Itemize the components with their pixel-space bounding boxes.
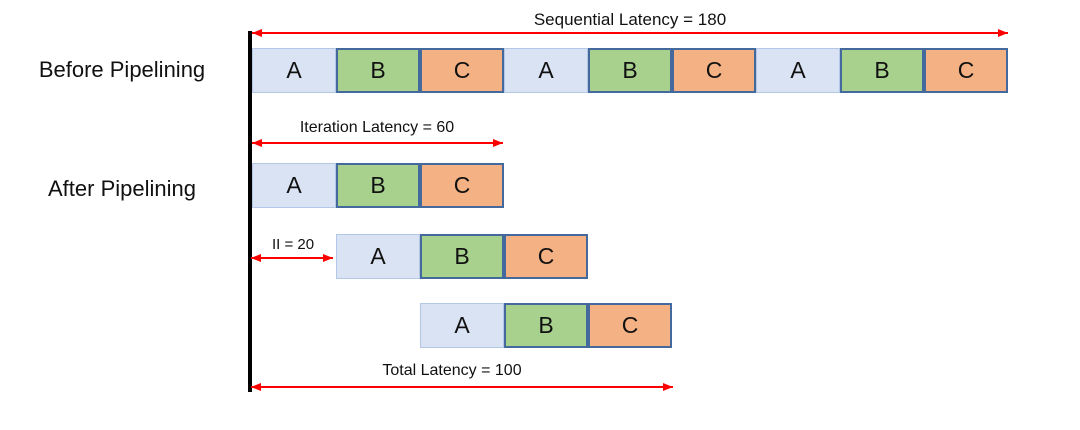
before-pipelining-label: Before Pipelining: [38, 57, 206, 82]
stage-cell-b: B: [504, 303, 588, 348]
sequential-latency-label: Sequential Latency = 180: [533, 10, 727, 29]
after-pipelining-row-1: A B C: [252, 163, 504, 208]
before-pipelining-row: A B C A B C A B C: [252, 48, 1008, 93]
stage-cell-c: C: [504, 234, 588, 279]
stage-cell-c: C: [672, 48, 756, 93]
stage-cell-a: A: [420, 303, 504, 348]
after-pipelining-label: After Pipelining: [48, 176, 196, 201]
after-pipelining-row-3: A B C: [420, 303, 672, 348]
initiation-interval-arrow: [251, 254, 333, 262]
initiation-interval-label: II = 20: [271, 236, 315, 253]
stage-cell-a: A: [336, 234, 420, 279]
iteration-latency-label: Iteration Latency = 60: [299, 119, 455, 136]
stage-cell-a: A: [252, 48, 336, 93]
stage-cell-a: A: [504, 48, 588, 93]
stage-cell-c: C: [420, 163, 504, 208]
after-pipelining-row-2: A B C: [336, 234, 588, 279]
timeline-axis: [248, 31, 252, 392]
stage-cell-a: A: [756, 48, 840, 93]
total-latency-arrow: [251, 383, 673, 391]
sequential-latency-arrow: [252, 29, 1008, 37]
stage-cell-c: C: [588, 303, 672, 348]
stage-cell-b: B: [336, 48, 420, 93]
stage-cell-b: B: [336, 163, 420, 208]
stage-cell-b: B: [588, 48, 672, 93]
stage-cell-b: B: [840, 48, 924, 93]
stage-cell-b: B: [420, 234, 504, 279]
stage-cell-c: C: [420, 48, 504, 93]
stage-cell-c: C: [924, 48, 1008, 93]
total-latency-label: Total Latency = 100: [382, 362, 522, 379]
stage-cell-a: A: [252, 163, 336, 208]
iteration-latency-arrow: [252, 139, 503, 147]
